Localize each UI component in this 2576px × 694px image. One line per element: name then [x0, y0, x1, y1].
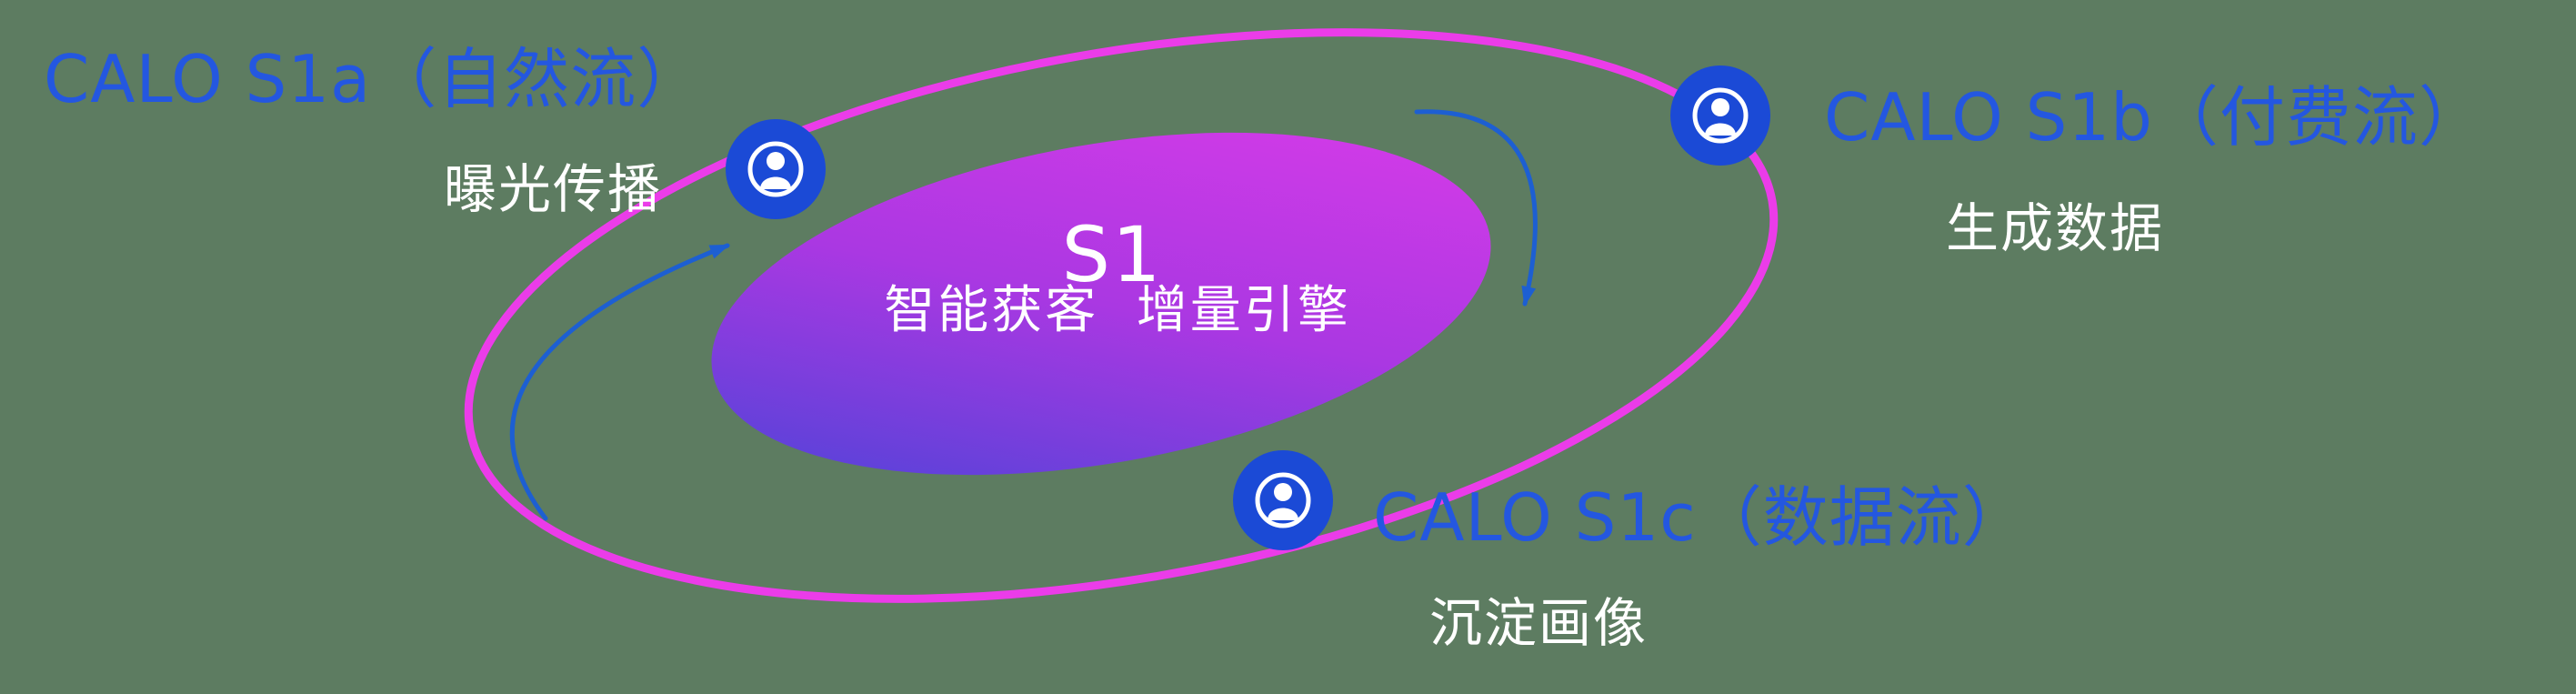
- flow-arrow-top-right: [1414, 109, 1538, 307]
- flow-arrow-left: [509, 243, 730, 521]
- node-s1a-title: CALO S1a（自然流）: [44, 41, 704, 117]
- node-s1b-subtitle: 生成数据: [1946, 197, 2165, 259]
- node-s1c-title: CALO S1c（数据流）: [1373, 479, 2029, 556]
- center-subtitle: 智能获客 增量引擎: [884, 281, 1351, 340]
- user-circle-icon: [726, 119, 826, 219]
- node-s1c-subtitle: 沉淀画像: [1429, 592, 1649, 654]
- center-title: S1: [1061, 210, 1163, 299]
- user-circle-icon: [1233, 450, 1333, 550]
- orbit-ring: [464, 28, 1779, 603]
- node-s1a-subtitle: 曝光传播: [444, 158, 663, 220]
- node-s1b-title: CALO S1b（付费流）: [1824, 79, 2485, 156]
- center-ellipse: [711, 132, 1491, 476]
- user-circle-icon: [1670, 65, 1770, 166]
